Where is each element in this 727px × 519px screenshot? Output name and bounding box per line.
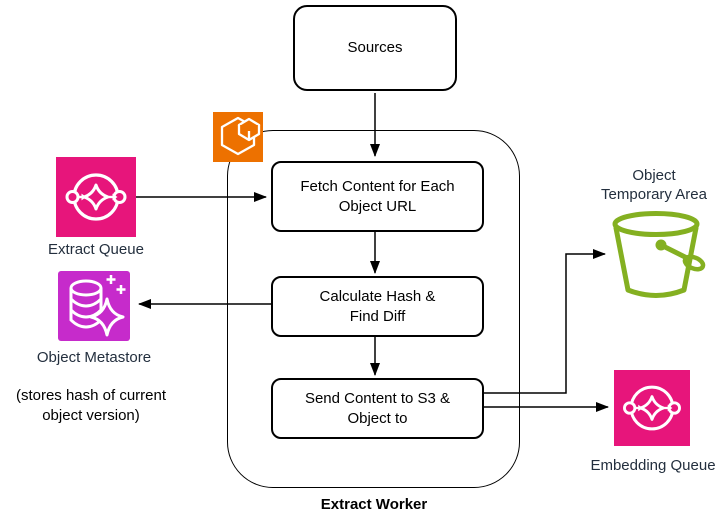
queue-message-diamond bbox=[82, 183, 110, 211]
bucket-handle-pivot bbox=[655, 239, 667, 251]
sources-node: Sources bbox=[293, 5, 457, 91]
bucket-handle-loop bbox=[682, 254, 706, 272]
object-metastore-label: Object Metastore bbox=[36, 349, 152, 366]
calculate-hash-node: Calculate Hash & Find Diff bbox=[271, 276, 484, 337]
sparkle-star bbox=[89, 297, 125, 337]
extract-worker-container bbox=[227, 130, 520, 488]
sparkle-plus-marks bbox=[106, 275, 126, 294]
embedding-queue-label: Embedding Queue bbox=[590, 457, 716, 474]
extract-worker-label: Extract Worker bbox=[320, 496, 428, 513]
container-service-icon bbox=[213, 112, 263, 162]
fetch-content-node: Fetch Content for Each Object URL bbox=[271, 161, 484, 232]
send-label-line2: Object to bbox=[347, 409, 408, 427]
queue-flow-arrows bbox=[634, 404, 673, 412]
calc-label-line2: Find Diff bbox=[349, 307, 406, 325]
database-cylinder bbox=[69, 279, 103, 329]
fetch-label-line1: Fetch Content for Each bbox=[300, 178, 455, 195]
extract-queue-label: Extract Queue bbox=[48, 241, 144, 258]
fetch-label-line2: Object URL bbox=[338, 197, 417, 215]
embedding-queue-icon bbox=[614, 370, 690, 446]
metastore-note: (stores hash of current object version) bbox=[15, 387, 167, 424]
object-metastore-icon bbox=[58, 271, 130, 341]
cube-shape bbox=[237, 117, 261, 142]
sources-label: Sources bbox=[347, 39, 403, 57]
queue-flow-arrows bbox=[78, 193, 118, 201]
queue-endpoint-left bbox=[623, 401, 637, 415]
extract-queue-icon bbox=[56, 157, 136, 237]
object-temporary-area-label: Object Temporary Area bbox=[601, 167, 707, 203]
queue-endpoint-left bbox=[65, 190, 80, 204]
s3-bucket-icon bbox=[612, 211, 706, 298]
send-label-line1: Send Content to S3 & bbox=[304, 390, 451, 407]
send-content-node: Send Content to S3 & Object to bbox=[271, 378, 484, 439]
calc-label-line1: Calculate Hash & bbox=[319, 288, 436, 305]
bucket-rim bbox=[612, 211, 700, 237]
queue-message-diamond bbox=[639, 395, 665, 421]
